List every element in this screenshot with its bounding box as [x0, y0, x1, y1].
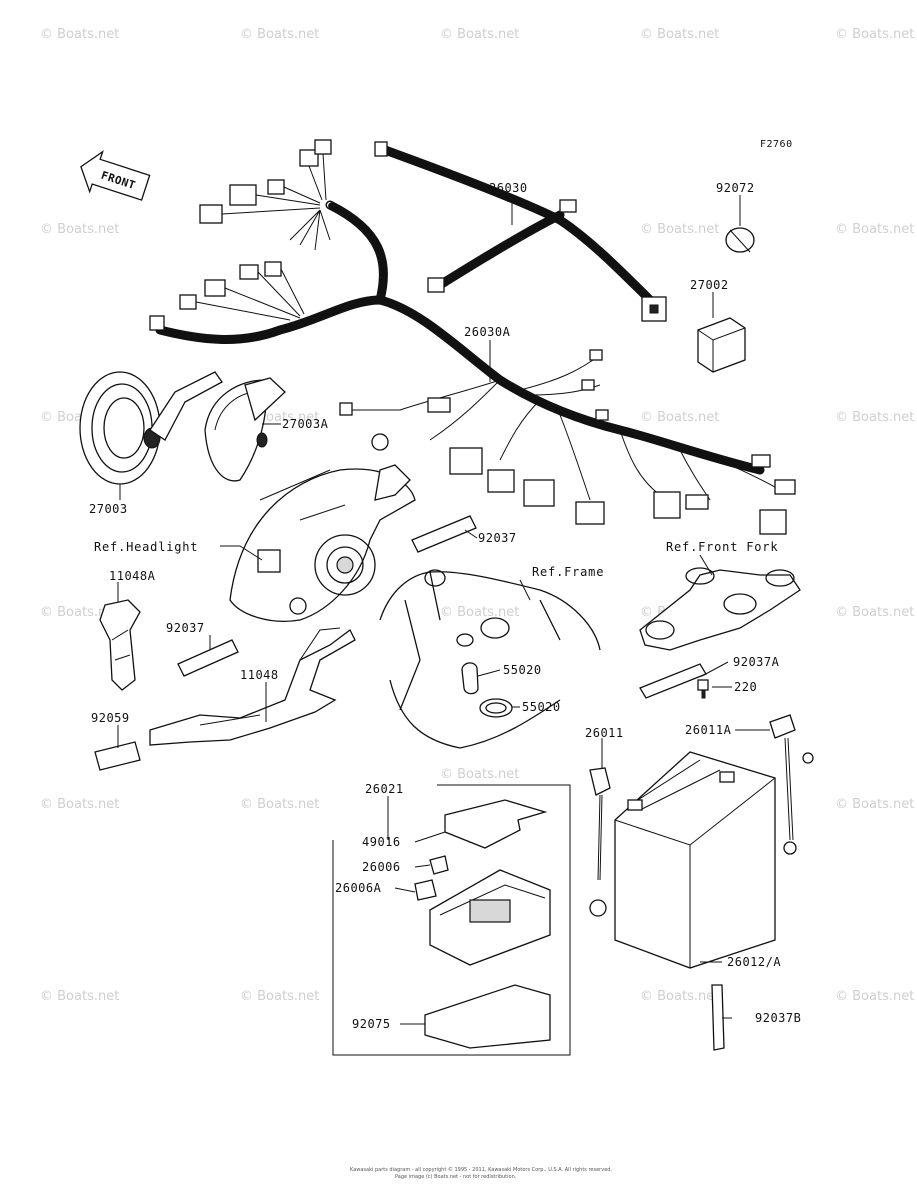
ref-frame: Ref.Frame [532, 565, 604, 579]
headlight-assembly [229, 464, 416, 622]
callout-92037-left: 92037 [166, 621, 205, 635]
watermark: © Boats.net [440, 767, 519, 782]
callout-26011A: 26011A [685, 723, 732, 737]
watermark: © Boats.net [640, 989, 719, 1004]
band-92037-top [411, 515, 477, 553]
callout-11048A: 11048A [109, 569, 156, 583]
footer-line-1: Kawasaki parts diagram - all copyright ©… [350, 1166, 612, 1173]
callout-27002: 27002 [690, 278, 729, 292]
footer-line-2: Page image (c) Boats.net - not for redis… [395, 1174, 517, 1180]
watermark: © Boats.net [640, 27, 719, 42]
main-wire-harness [155, 200, 781, 501]
callout-27003A: 27003A [282, 417, 329, 431]
watermark: © Boats.net [240, 27, 319, 42]
watermark: © Boats.net [640, 410, 719, 425]
watermark: © Boats.net [835, 410, 914, 425]
ref-headlight: Ref.Headlight [94, 540, 198, 554]
watermark: © Boats.net [40, 605, 119, 620]
watermark: © Boats.net [440, 27, 519, 42]
band-92037A [639, 663, 707, 699]
battery-26012 [614, 751, 776, 969]
front-fork-bracket [639, 567, 801, 651]
callout-26030A: 26030A [464, 325, 511, 339]
callout-92075: 92075 [352, 1017, 391, 1031]
leader-lines [117, 195, 770, 1025]
frame-section [379, 569, 601, 749]
watermark: © Boats.net [835, 222, 914, 237]
fuse-box-group [332, 784, 571, 1056]
watermark: © Boats.net [240, 989, 319, 1004]
callout-220: 220 [734, 680, 757, 694]
sub-harness-26030 [374, 141, 667, 322]
watermark: © Boats.net [40, 797, 119, 812]
watermark: © Boats.net [835, 605, 914, 620]
horn-27003A [204, 377, 286, 482]
relay-27002 [697, 317, 746, 373]
watermark: © Boats.net [40, 989, 119, 1004]
callout-26012A: 26012/A [727, 955, 781, 969]
callout-26006: 26006 [362, 860, 401, 874]
callout-92037A: 92037A [733, 655, 780, 669]
watermark: © Boats.net [640, 222, 719, 237]
callouts: 26030 92072 27002 26030A 27003A 27003 92… [89, 181, 801, 1031]
figure-code: F2760 [760, 139, 793, 150]
front-arrow-icon: FRONT [80, 150, 151, 201]
callout-26030: 26030 [489, 181, 528, 195]
clip-92072 [725, 227, 755, 253]
callout-26021: 26021 [365, 782, 404, 796]
cable-26011 [589, 767, 611, 917]
watermark: © Boats.net [440, 605, 519, 620]
watermark: © Boats.net [835, 797, 914, 812]
pad-92059 [94, 741, 141, 771]
callout-92072: 92072 [716, 181, 755, 195]
callout-55020-b: 55020 [522, 700, 561, 714]
horn-27003 [79, 371, 223, 485]
band-92037B [711, 984, 725, 1051]
callout-11048: 11048 [240, 668, 279, 682]
callout-92059: 92059 [91, 711, 130, 725]
callout-92037-top: 92037 [478, 531, 517, 545]
bracket-11048 [149, 627, 356, 746]
watermark: © Boats.net [40, 222, 119, 237]
watermark: © Boats.net [40, 27, 119, 42]
watermark: © Boats.net [835, 989, 914, 1004]
bolt-220 [697, 679, 709, 699]
watermark: © Boats.net [835, 27, 914, 42]
callout-49016: 49016 [362, 835, 401, 849]
watermark: © Boats.net [240, 797, 319, 812]
band-92037-left [177, 639, 239, 677]
callout-55020-a: 55020 [503, 663, 542, 677]
harness-connectors [339, 349, 796, 535]
callout-26006A: 26006A [335, 881, 382, 895]
callout-26011: 26011 [585, 726, 624, 740]
bracket-11048A [99, 599, 141, 691]
callout-92037B: 92037B [755, 1011, 801, 1025]
cable-26011A [769, 714, 814, 855]
callout-27003: 27003 [89, 502, 128, 516]
ref-front-fork: Ref.Front Fork [666, 540, 778, 554]
grommet-55020-b [479, 698, 513, 718]
grommet-55020-a [461, 662, 479, 695]
connector-cluster [149, 139, 332, 331]
